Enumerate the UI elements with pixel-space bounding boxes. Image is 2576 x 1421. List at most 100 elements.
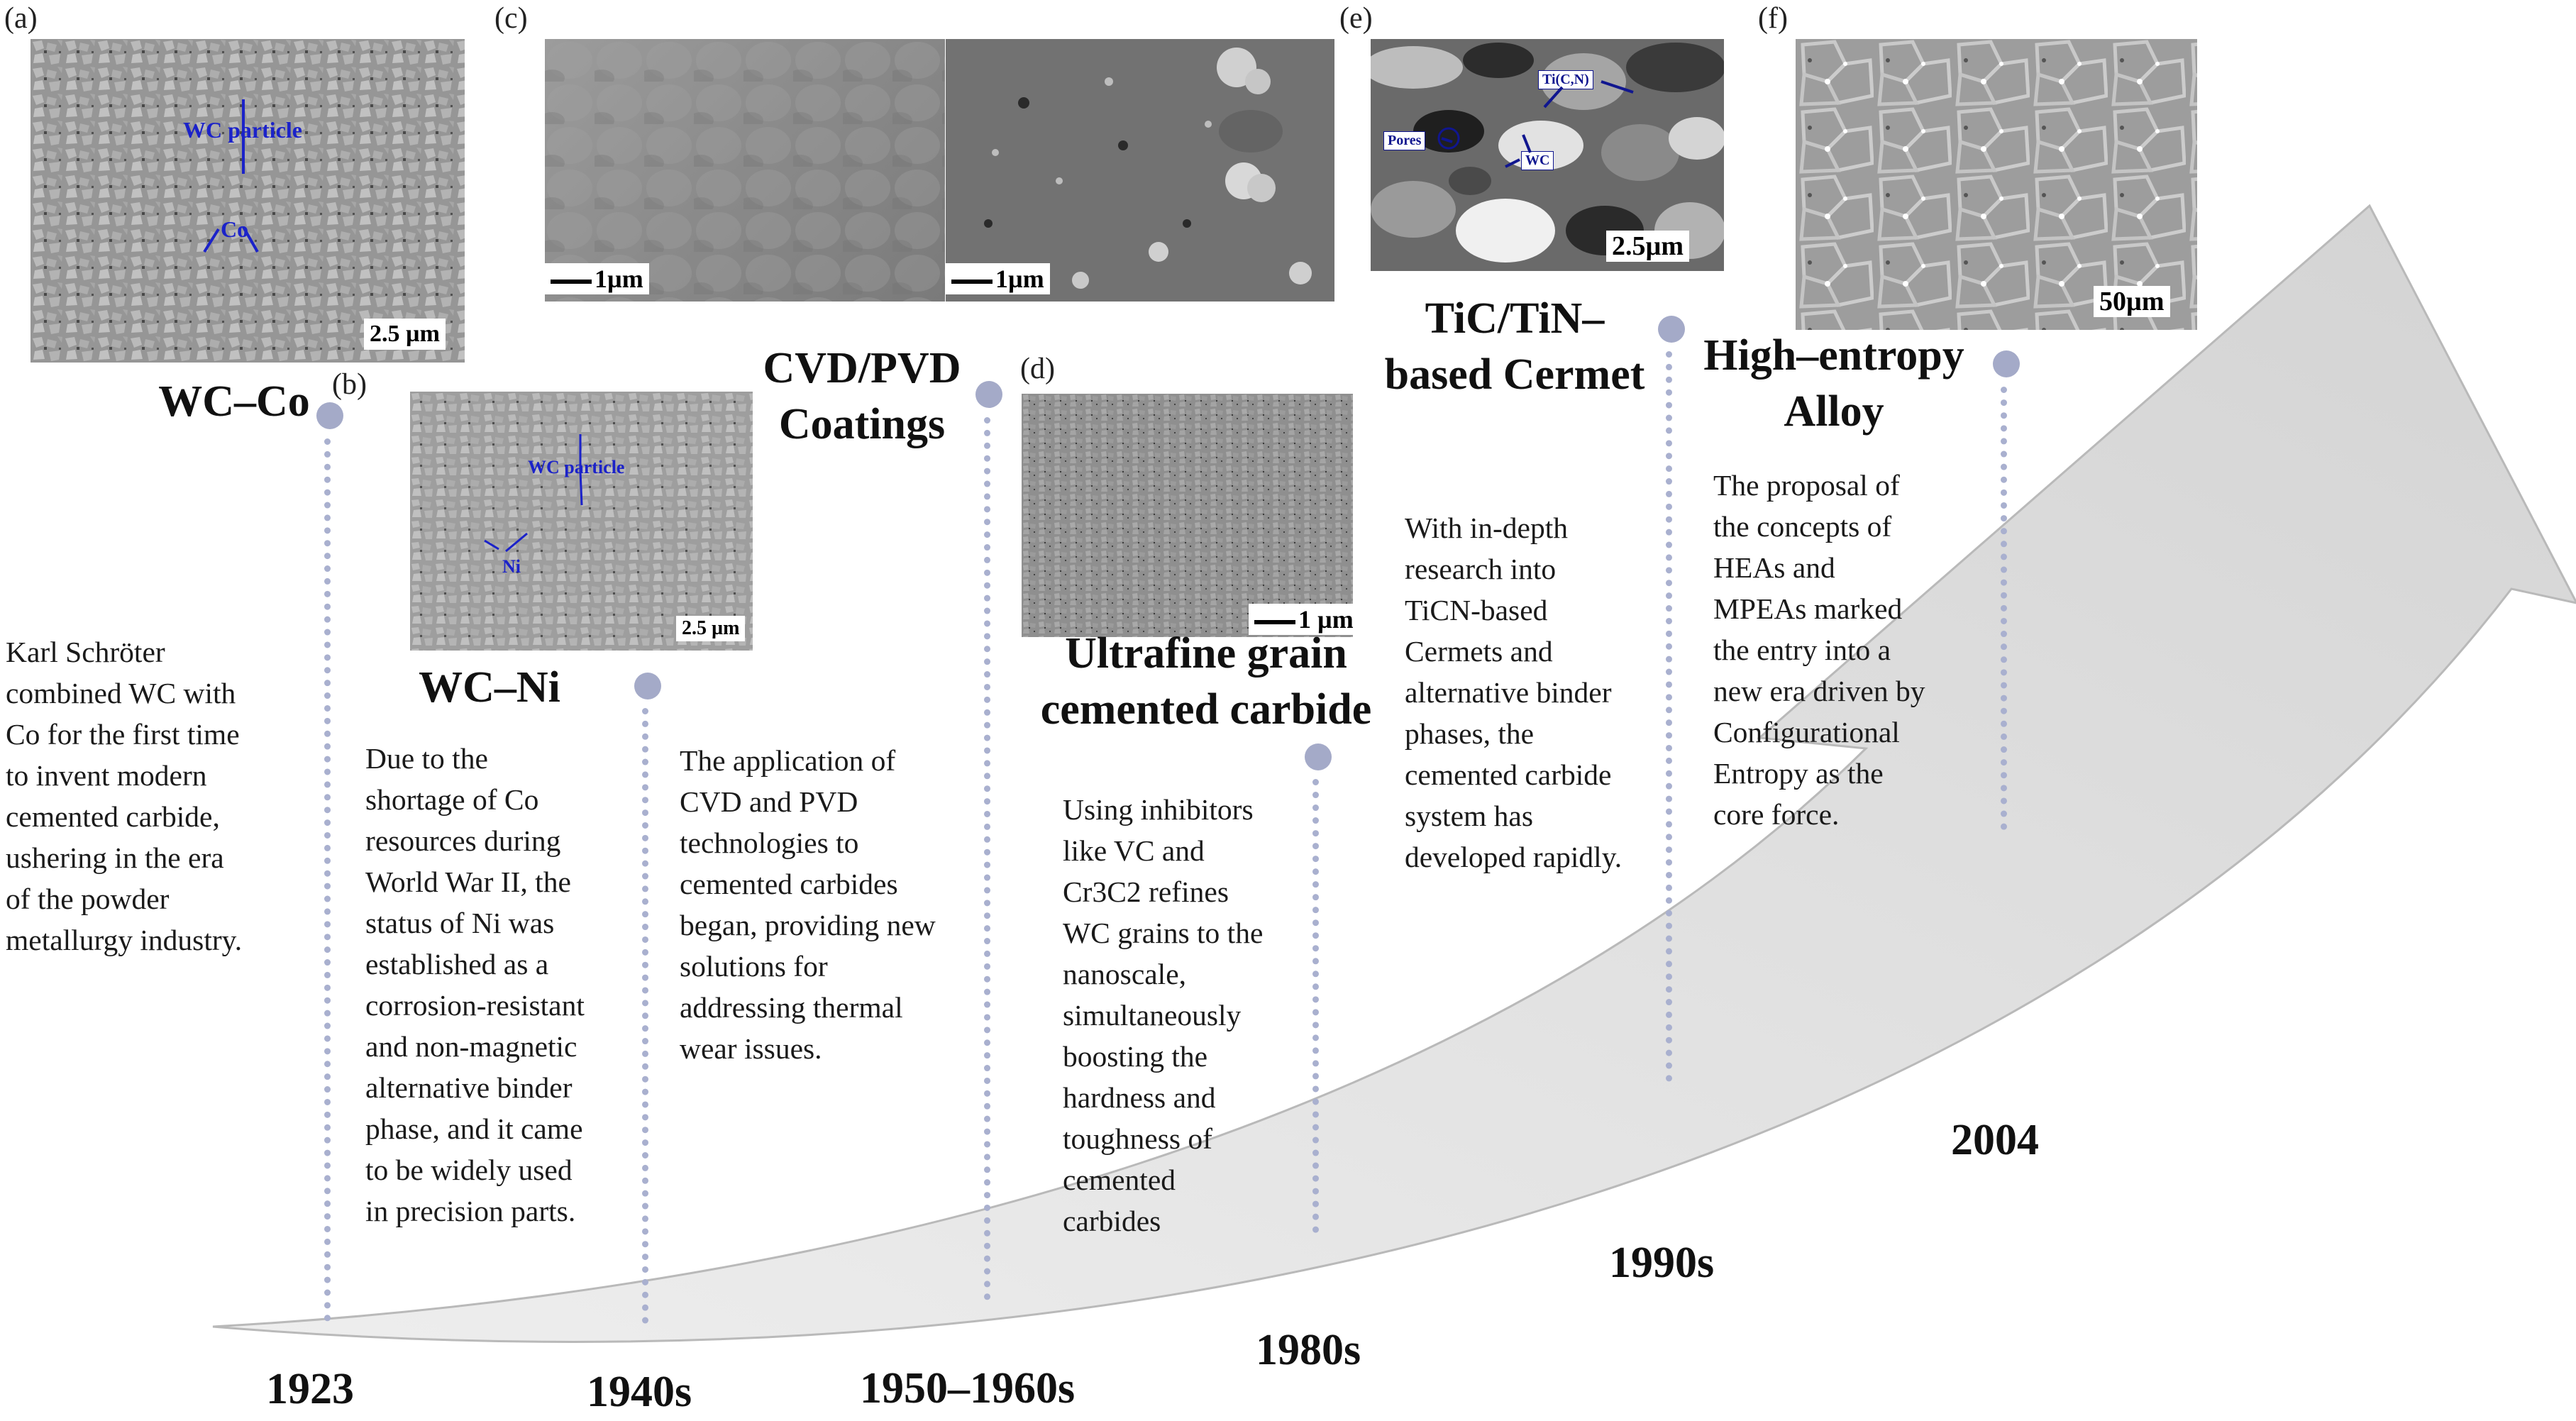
description-line: and non-magnetic: [365, 1030, 577, 1063]
description-line: of the powder: [6, 883, 170, 915]
timeline-line-1990s: [1666, 351, 1672, 1082]
scale-bar-d-line: [1254, 619, 1295, 624]
panel-label-a: (a): [4, 2, 38, 35]
annotation-pores-e: Pores: [1383, 131, 1426, 150]
scale-bar-d: 1 µm: [1249, 604, 1353, 635]
description-line: cemented carbides: [680, 868, 898, 900]
milestone-title-cermet: TiC/TiN– based Cermet: [1344, 291, 1685, 402]
year-1980s: 1980s: [1256, 1326, 1361, 1374]
timeline-dot-2004: [1993, 350, 2020, 377]
panel-label-c: (c): [494, 2, 528, 35]
micrograph-d: 1 µm: [1022, 394, 1353, 637]
description-line: The application of: [680, 744, 896, 777]
timeline-dot-1923: [316, 402, 343, 429]
year-1940s: 1940s: [587, 1368, 692, 1416]
scale-bar-e-label: 2.5µm: [1612, 231, 1684, 261]
timeline-arrow-body: [212, 204, 2576, 1343]
description-line: WC grains to the: [1063, 917, 1264, 949]
description-line: phase, and it came: [365, 1112, 583, 1145]
timeline-dot-1980s: [1305, 743, 1332, 770]
micrograph-c-right: 1µm: [946, 39, 1334, 302]
description-line: Configurational: [1713, 716, 1900, 748]
annotation-arrows-b: [484, 434, 583, 553]
annotation-arrows-a: [203, 99, 259, 253]
milestone-title-ultrafine: Ultrafine grain cemented carbide: [1022, 626, 1391, 737]
description-line: carbides: [1063, 1205, 1161, 1237]
description-line: cemented: [1063, 1163, 1176, 1196]
description-line: began, providing new: [680, 909, 936, 941]
micrograph-c-right-texture: [946, 39, 1334, 302]
annotation-wc-e: WC: [1521, 151, 1554, 170]
scale-bar-b-label: 2.5 µm: [682, 617, 740, 639]
milestone-title-cvd-pvd-line-2: Coatings: [778, 399, 946, 448]
milestone-description-wc-ni: Due to the shortage of Co resources during…: [365, 738, 656, 1232]
year-1923: 1923: [266, 1365, 354, 1413]
timeline-dot-1950s: [975, 381, 1002, 408]
timeline-line-1940s: [642, 708, 648, 1324]
description-line: to be widely used: [365, 1154, 573, 1186]
description-line: shortage of Co: [365, 783, 539, 816]
timeline-line-1980s: [1312, 779, 1319, 1233]
description-line: The proposal of: [1713, 469, 1900, 502]
milestone-title-wc-ni-line-1: WC–Ni: [419, 663, 560, 712]
description-line: the entry into a: [1713, 634, 1891, 666]
timeline-line-1950s: [984, 417, 990, 1300]
micrograph-a-texture: [31, 39, 465, 363]
milestone-title-hea-line-2: Alloy: [1784, 387, 1884, 436]
milestone-title-cvd-pvd: CVD/PVD Coatings: [738, 341, 986, 452]
description-line: HEAs and: [1713, 551, 1835, 584]
micrograph-a: WC particle Co 2.5 µm: [31, 39, 465, 363]
description-line: resources during: [365, 824, 561, 857]
milestone-title-ultrafine-line-2: cemented carbide: [1040, 685, 1372, 734]
panel-label-e: (e): [1339, 2, 1373, 35]
description-line: Due to the: [365, 742, 488, 775]
panel-label-b: (b): [332, 368, 367, 401]
description-line: system has: [1405, 800, 1533, 832]
description-line: nanoscale,: [1063, 958, 1186, 990]
milestone-title-ultrafine-line-1: Ultrafine grain: [1065, 629, 1347, 678]
scale-bar-c-right-label: 1µm: [995, 265, 1044, 293]
description-line: cemented carbide: [1405, 758, 1612, 791]
scale-bar-d-label: 1 µm: [1298, 605, 1353, 634]
milestone-title-wc-ni: WC–Ni: [397, 660, 582, 716]
milestone-title-hea: High–entropy Alloy: [1681, 328, 1986, 439]
milestone-title-cermet-line-1: TiC/TiN–: [1425, 294, 1605, 343]
scale-bar-c-right-line: [951, 279, 993, 284]
scale-bar-a-label: 2.5 µm: [370, 321, 440, 347]
description-line: Using inhibitors: [1063, 793, 1254, 826]
scale-bar-f: 50µm: [2094, 286, 2170, 317]
description-line: new era driven by: [1713, 675, 1925, 707]
micrograph-f: 50µm: [1796, 39, 2197, 330]
description-line: research into: [1405, 553, 1557, 585]
description-line: toughness of: [1063, 1122, 1212, 1155]
description-line: CVD and PVD: [680, 785, 858, 818]
description-line: MPEAs marked: [1713, 592, 1903, 625]
description-line: Entropy as the: [1713, 757, 1884, 790]
milestone-title-wc-co: WC–Co: [121, 374, 348, 430]
description-line: alternative binder: [365, 1071, 573, 1104]
description-line: in precision parts.: [365, 1195, 576, 1227]
description-line: core force.: [1713, 798, 1840, 831]
milestone-title-hea-line-1: High–entropy: [1703, 331, 1964, 380]
scale-bar-c-left-line: [551, 279, 592, 284]
milestone-description-cvd-pvd: The application of CVD and PVD technologie…: [680, 740, 992, 1069]
description-line: addressing thermal: [680, 991, 903, 1024]
description-line: Cr3C2 refines: [1063, 875, 1229, 908]
description-line: combined WC with: [6, 677, 236, 709]
micrograph-c-left: 1µm: [545, 39, 945, 302]
year-2004: 2004: [1951, 1116, 2039, 1164]
timeline-line-2004: [2001, 387, 2007, 830]
description-line: phases, the: [1405, 717, 1535, 750]
description-line: status of Ni was: [365, 907, 555, 939]
description-line: technologies to: [680, 826, 859, 859]
timeline-dot-1940s: [634, 673, 661, 700]
year-1990s: 1990s: [1609, 1239, 1715, 1287]
micrograph-f-texture: [1796, 39, 2197, 330]
description-line: TiCN-based: [1405, 594, 1548, 626]
scale-bar-c-left-label: 1µm: [595, 265, 643, 293]
